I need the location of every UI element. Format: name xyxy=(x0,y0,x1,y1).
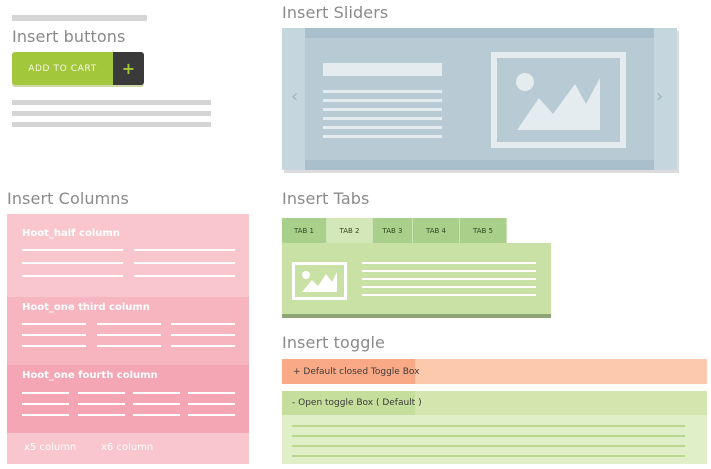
open-toggle-header[interactable] xyxy=(282,391,415,415)
slider-text-line xyxy=(323,90,442,93)
plus-button[interactable]: + xyxy=(113,52,144,85)
tab-text-line xyxy=(362,278,536,280)
half-column-line xyxy=(22,249,123,251)
third-column-line xyxy=(171,334,235,336)
buttons-heading: Insert buttons xyxy=(12,27,126,46)
third-column-line xyxy=(171,323,235,325)
sliders-heading: Insert Sliders xyxy=(282,3,389,22)
fourth-column-line xyxy=(188,392,235,394)
slider-text-line xyxy=(323,108,442,111)
slider-prev-arrow[interactable]: ‹ xyxy=(291,86,299,107)
slider-top-band xyxy=(305,28,654,38)
fourth-column-line xyxy=(78,392,125,394)
fourth-column-line xyxy=(22,414,69,416)
slider-text-line xyxy=(323,99,442,102)
closed-toggle-header[interactable] xyxy=(282,359,415,384)
placeholder-line xyxy=(12,100,211,105)
half-column-line xyxy=(134,249,235,251)
toggle-content-line xyxy=(292,435,685,437)
slider-text-line xyxy=(323,126,442,129)
tab-4[interactable]: TAB 4 xyxy=(413,218,460,243)
fourth-column-line xyxy=(78,403,125,405)
slider-text-line xyxy=(323,117,442,120)
add-to-cart-button[interactable]: ADD TO CART xyxy=(12,52,113,85)
third-column-line xyxy=(22,345,86,347)
half-column-label: Hoot_half column xyxy=(22,228,120,239)
slider-next-arrow[interactable]: › xyxy=(656,86,664,107)
fourth-column-line xyxy=(78,414,125,416)
placeholder-line xyxy=(12,111,211,116)
x5-x6-column-section xyxy=(7,433,249,464)
slider-text-line xyxy=(323,135,442,138)
tab-5[interactable]: TAB 5 xyxy=(460,218,507,243)
third-column-line xyxy=(22,323,86,325)
fourth-column-line xyxy=(188,414,235,416)
slider-title-placeholder xyxy=(323,63,442,76)
half-column-section xyxy=(7,214,249,297)
toggle-content-line xyxy=(292,425,685,427)
half-column-line xyxy=(134,275,235,277)
fourth-column-section xyxy=(7,365,249,433)
open-toggle-label[interactable]: - Open toggle Box ( Default ) xyxy=(292,398,422,408)
toggle-heading: Insert toggle xyxy=(282,333,385,352)
third-column-line xyxy=(97,323,161,325)
third-column-section xyxy=(7,297,249,365)
third-column-line xyxy=(97,345,161,347)
x5-column-label: x5 column xyxy=(24,442,77,453)
third-column-line xyxy=(22,334,86,336)
tab-2[interactable]: TAB 2 xyxy=(327,218,373,243)
tab-text-line xyxy=(362,262,536,264)
tab-3[interactable]: TAB 3 xyxy=(373,218,413,243)
fourth-column-line xyxy=(133,392,180,394)
half-column-line xyxy=(22,275,123,277)
fourth-column-line xyxy=(22,392,69,394)
half-column-line xyxy=(22,262,123,264)
placeholder-line xyxy=(12,122,211,127)
image-icon xyxy=(491,52,626,148)
third-column-line xyxy=(171,345,235,347)
tab-text-line xyxy=(362,294,536,296)
closed-toggle-label[interactable]: + Default closed Toggle Box xyxy=(293,366,420,377)
slider-side-left xyxy=(282,28,305,170)
half-column-line xyxy=(134,262,235,264)
third-column-line xyxy=(97,334,161,336)
fourth-column-line xyxy=(22,403,69,405)
fourth-column-line xyxy=(188,403,235,405)
third-column-label: Hoot_one third column xyxy=(22,302,150,313)
fourth-column-line xyxy=(133,403,180,405)
fourth-column-label: Hoot_one fourth column xyxy=(22,370,158,381)
slider-bottom-band xyxy=(305,160,654,170)
fourth-column-line xyxy=(133,414,180,416)
columns-heading: Insert Columns xyxy=(7,189,129,208)
tab-text-line xyxy=(362,286,536,288)
tab-text-line xyxy=(362,270,536,272)
image-icon xyxy=(292,262,347,300)
slider-side-right xyxy=(654,28,677,170)
tab-1[interactable]: TAB 1 xyxy=(282,218,327,243)
placeholder-line xyxy=(12,15,147,21)
toggle-content-line xyxy=(292,455,685,457)
tabs-heading: Insert Tabs xyxy=(282,189,370,208)
toggle-content-line xyxy=(292,445,685,447)
tab-panel-bottom-border xyxy=(282,314,551,318)
add-to-cart-button-group[interactable]: ADD TO CART + xyxy=(12,52,144,85)
x6-column-label: x6 column xyxy=(101,442,154,453)
